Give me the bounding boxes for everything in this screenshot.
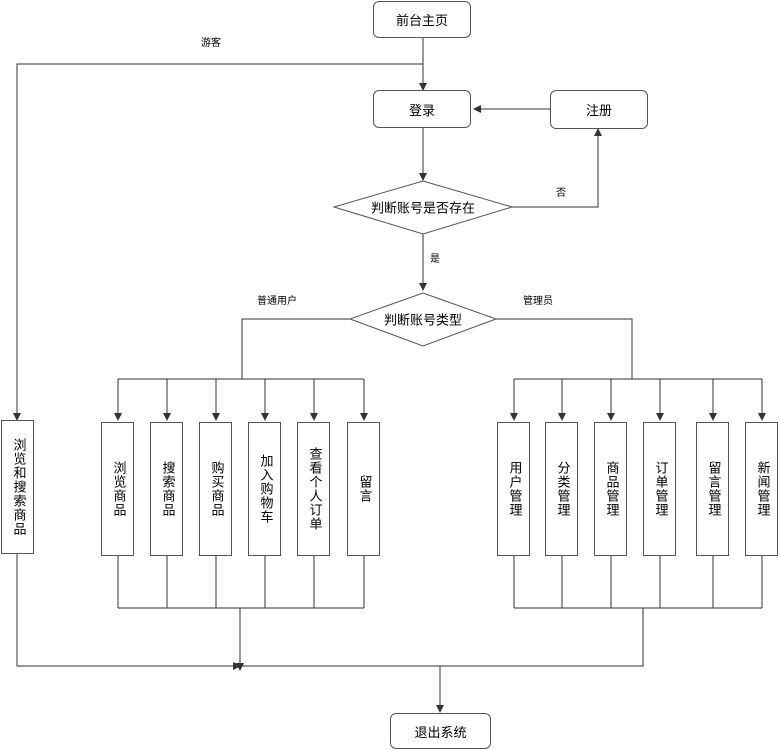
check-type-label: 判断账号类型 bbox=[383, 313, 463, 329]
logout-node: 退出系统 bbox=[390, 713, 491, 749]
user-orders-node: 查看个人订单 bbox=[297, 422, 330, 556]
edge-guest-down bbox=[16, 554, 241, 670]
edge-guest-branch bbox=[13, 63, 423, 421]
user-search-node: 搜索商品 bbox=[150, 422, 183, 556]
admin-merge-lines bbox=[513, 556, 763, 609]
user-buy-node: 购买商品 bbox=[199, 422, 232, 556]
home-node: 前台主页 bbox=[373, 1, 471, 38]
user-cart-node: 加入购物车 bbox=[248, 422, 281, 556]
admin-users-node: 用户管理 bbox=[497, 422, 530, 556]
admin-messages-node: 留言管理 bbox=[696, 422, 729, 556]
admin-news-node: 新闻管理 bbox=[745, 422, 778, 556]
check-type-diamond bbox=[348, 292, 498, 347]
normal-user-edge-label: 普通用户 bbox=[257, 296, 297, 307]
admin-category-node: 分类管理 bbox=[545, 422, 578, 556]
check-account-diamond bbox=[332, 180, 514, 235]
user-browse-node: 浏览商品 bbox=[101, 422, 134, 556]
user-merge-lines bbox=[117, 556, 365, 609]
login-node: 登录 bbox=[373, 90, 471, 128]
yes-edge-label: 是 bbox=[430, 254, 440, 265]
admin-orders-node: 订单管理 bbox=[643, 422, 676, 556]
guest-browse-node: 浏览和搜索商品 bbox=[1, 420, 34, 554]
edge-type-user bbox=[241, 318, 350, 379]
edge-type-admin bbox=[496, 318, 633, 379]
admin-goods-node: 商品管理 bbox=[594, 422, 627, 556]
guest-edge-label: 游客 bbox=[201, 38, 221, 49]
admin-edge-label: 管理员 bbox=[523, 296, 553, 307]
edge-admin-group-down bbox=[240, 608, 644, 667]
user-message-node: 留言 bbox=[347, 422, 380, 556]
check-account-label: 判断账号是否存在 bbox=[370, 201, 476, 217]
register-node: 注册 bbox=[550, 90, 648, 129]
no-edge-label: 否 bbox=[556, 188, 566, 199]
edge-check-register bbox=[512, 128, 602, 208]
